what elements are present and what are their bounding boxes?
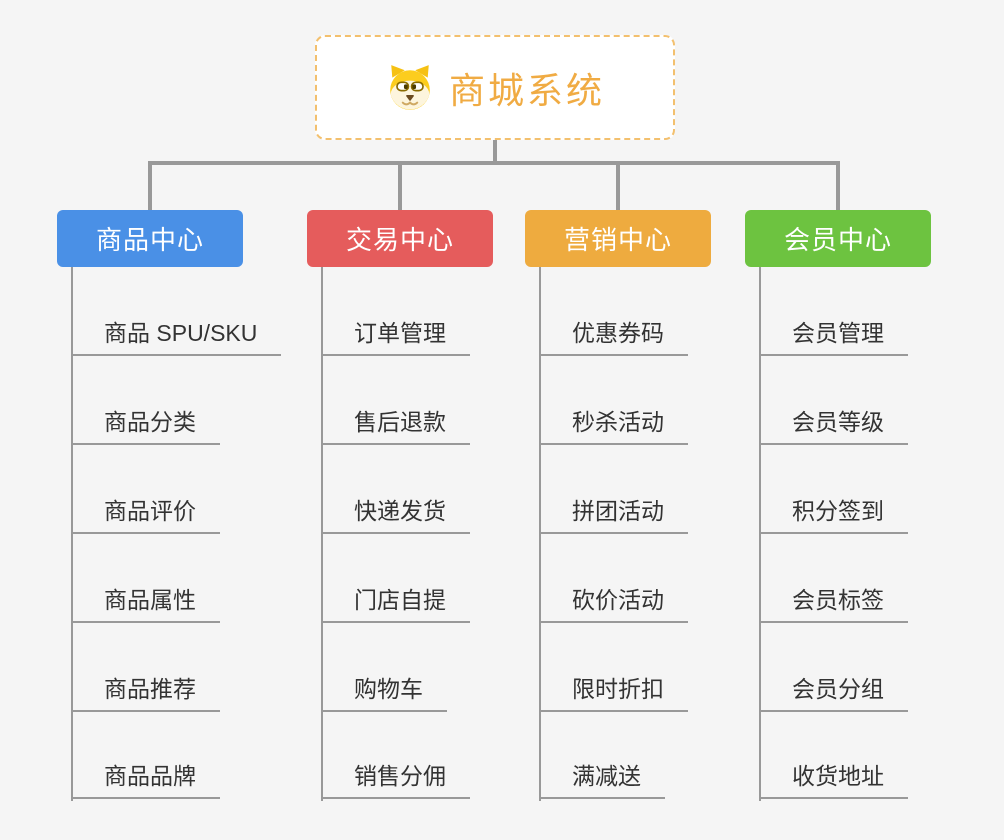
leaf-node[interactable]: 商品属性 xyxy=(71,585,220,623)
connector-root-stub xyxy=(493,140,497,165)
connector-stub-1 xyxy=(148,161,152,210)
connector-stub-4 xyxy=(836,161,840,210)
leaf-node[interactable]: 商品 SPU/SKU xyxy=(71,318,282,356)
leaf-node[interactable]: 快递发货 xyxy=(321,496,470,534)
leaf-node[interactable]: 满减送 xyxy=(539,761,665,799)
branch-node-4[interactable]: 会员中心 xyxy=(745,210,931,267)
leaf-node[interactable]: 秒杀活动 xyxy=(539,407,688,445)
leaf-node[interactable]: 收货地址 xyxy=(759,761,908,799)
branch-node-1[interactable]: 商品中心 xyxy=(57,210,243,267)
leaf-node[interactable]: 会员分组 xyxy=(759,674,908,712)
connector-bus xyxy=(148,161,840,165)
branch-trunk-line xyxy=(321,267,323,801)
leaf-node[interactable]: 拼团活动 xyxy=(539,496,688,534)
leaf-node[interactable]: 商品分类 xyxy=(71,407,220,445)
branch-trunk-line xyxy=(539,267,541,801)
leaf-node[interactable]: 商品品牌 xyxy=(71,761,220,799)
leaf-node[interactable]: 会员标签 xyxy=(759,585,908,623)
root-node[interactable]: 商城系统 xyxy=(315,35,675,140)
leaf-node[interactable]: 砍价活动 xyxy=(539,585,688,623)
leaf-node[interactable]: 售后退款 xyxy=(321,407,470,445)
leaf-node[interactable]: 会员管理 xyxy=(759,318,908,356)
root-title: 商城系统 xyxy=(448,69,605,111)
leaf-node[interactable]: 门店自提 xyxy=(321,585,470,623)
leaf-node[interactable]: 商品推荐 xyxy=(71,674,220,712)
branch-trunk-line xyxy=(759,267,761,801)
leaf-node[interactable]: 限时折扣 xyxy=(539,674,688,712)
branch-trunk-line xyxy=(71,267,73,801)
leaf-node[interactable]: 积分签到 xyxy=(759,496,908,534)
connector-stub-2 xyxy=(398,161,402,210)
leaf-node[interactable]: 会员等级 xyxy=(759,407,908,445)
leaf-node[interactable]: 商品评价 xyxy=(71,496,220,534)
leaf-node[interactable]: 订单管理 xyxy=(321,318,470,356)
leaf-node[interactable]: 购物车 xyxy=(321,674,447,712)
leaf-node[interactable]: 优惠券码 xyxy=(539,318,688,356)
branch-node-2[interactable]: 交易中心 xyxy=(307,210,493,267)
dog-face-icon xyxy=(390,64,430,110)
leaf-node[interactable]: 销售分佣 xyxy=(321,761,470,799)
connector-stub-3 xyxy=(616,161,620,210)
branch-node-3[interactable]: 营销中心 xyxy=(525,210,711,267)
